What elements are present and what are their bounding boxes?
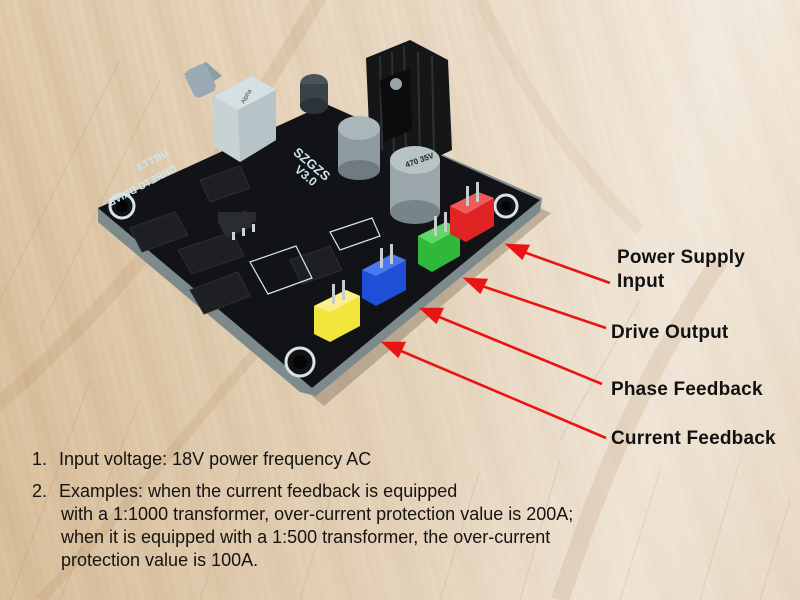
- note-number: 2.: [32, 481, 48, 501]
- potentiometer: Alpha: [184, 62, 276, 162]
- note-text: when it is equipped with a 1:500 transfo…: [61, 527, 551, 547]
- arrow-current-feedback: [393, 346, 607, 440]
- note-text: with a 1:1000 transformer, over-current …: [61, 504, 574, 524]
- callout-power-supply-input: Power Supply Input: [617, 246, 745, 294]
- note-number: 1.: [32, 449, 48, 469]
- heatsink: [366, 40, 452, 170]
- arrow-drive-output: [475, 282, 607, 330]
- note-item-2: 2. Examples: when the current feedback i…: [32, 480, 752, 572]
- ic-chips: [129, 165, 343, 315]
- slide-switch: [218, 210, 255, 240]
- arrow-phase-feedback: [431, 312, 603, 386]
- callout-drive-output: Drive Output: [611, 322, 729, 343]
- pcb-board: [98, 104, 540, 388]
- connector-phase-feedback: [362, 244, 406, 306]
- capacitor-56uf: [338, 116, 380, 180]
- arrow-power-supply: [517, 248, 611, 285]
- connector-drive-output: [418, 212, 460, 272]
- capacitor-470uf: 470 35V: [390, 146, 440, 224]
- note-text: Input voltage: 18V power frequency AC: [59, 449, 372, 469]
- notes-block: 1. Input voltage: 18V power frequency AC…: [32, 448, 752, 581]
- callout-line-1: Power Supply: [617, 247, 746, 268]
- connector-current-feedback: [314, 280, 360, 342]
- mounting-hole: [108, 192, 519, 378]
- note-item-1: 1. Input voltage: 18V power frequency AC: [32, 448, 752, 471]
- connector-power-supply: [450, 182, 494, 242]
- capacitor-small: [300, 74, 328, 114]
- callout-line-2: Input: [617, 271, 665, 292]
- note-text: protection value is 100A.: [61, 550, 259, 570]
- callout-current-feedback: Current Feedback: [611, 428, 776, 449]
- callout-phase-feedback: Phase Feedback: [611, 379, 763, 400]
- note-text: Examples: when the current feedback is e…: [59, 481, 458, 501]
- callout-arrows: [380, 243, 611, 440]
